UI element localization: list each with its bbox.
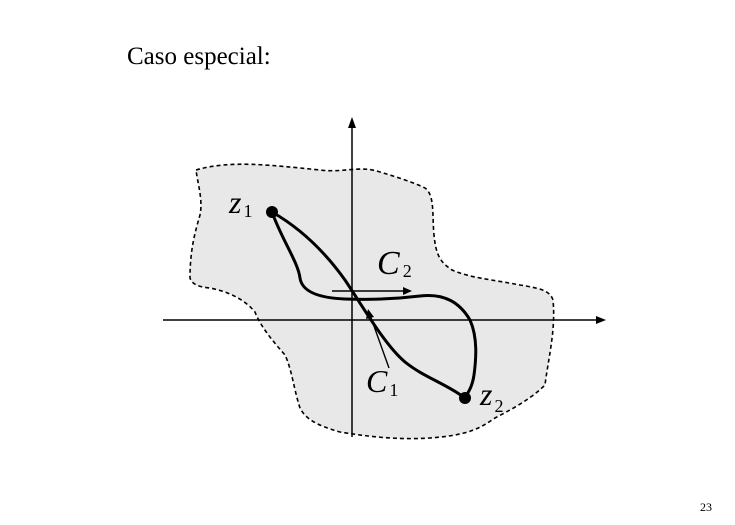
y-axis-arrowhead <box>348 117 356 128</box>
point-z2-dot <box>459 392 471 404</box>
label-z1-subscript: 1 <box>243 201 252 221</box>
label-c1-subscript: 1 <box>389 380 398 400</box>
label-c2-subscript: 2 <box>403 261 412 281</box>
page-number: 23 <box>700 500 712 514</box>
c1-direction-arrowhead <box>366 309 374 319</box>
c2-direction-arrowhead <box>403 287 412 295</box>
x-axis-arrowhead <box>596 316 606 324</box>
c1-direction-arrow <box>369 314 390 369</box>
slide-title: Caso especial: <box>127 43 271 70</box>
contour-c1 <box>270 211 478 399</box>
point-z1-dot <box>266 206 278 218</box>
label-z2-subscript: 2 <box>494 396 503 416</box>
